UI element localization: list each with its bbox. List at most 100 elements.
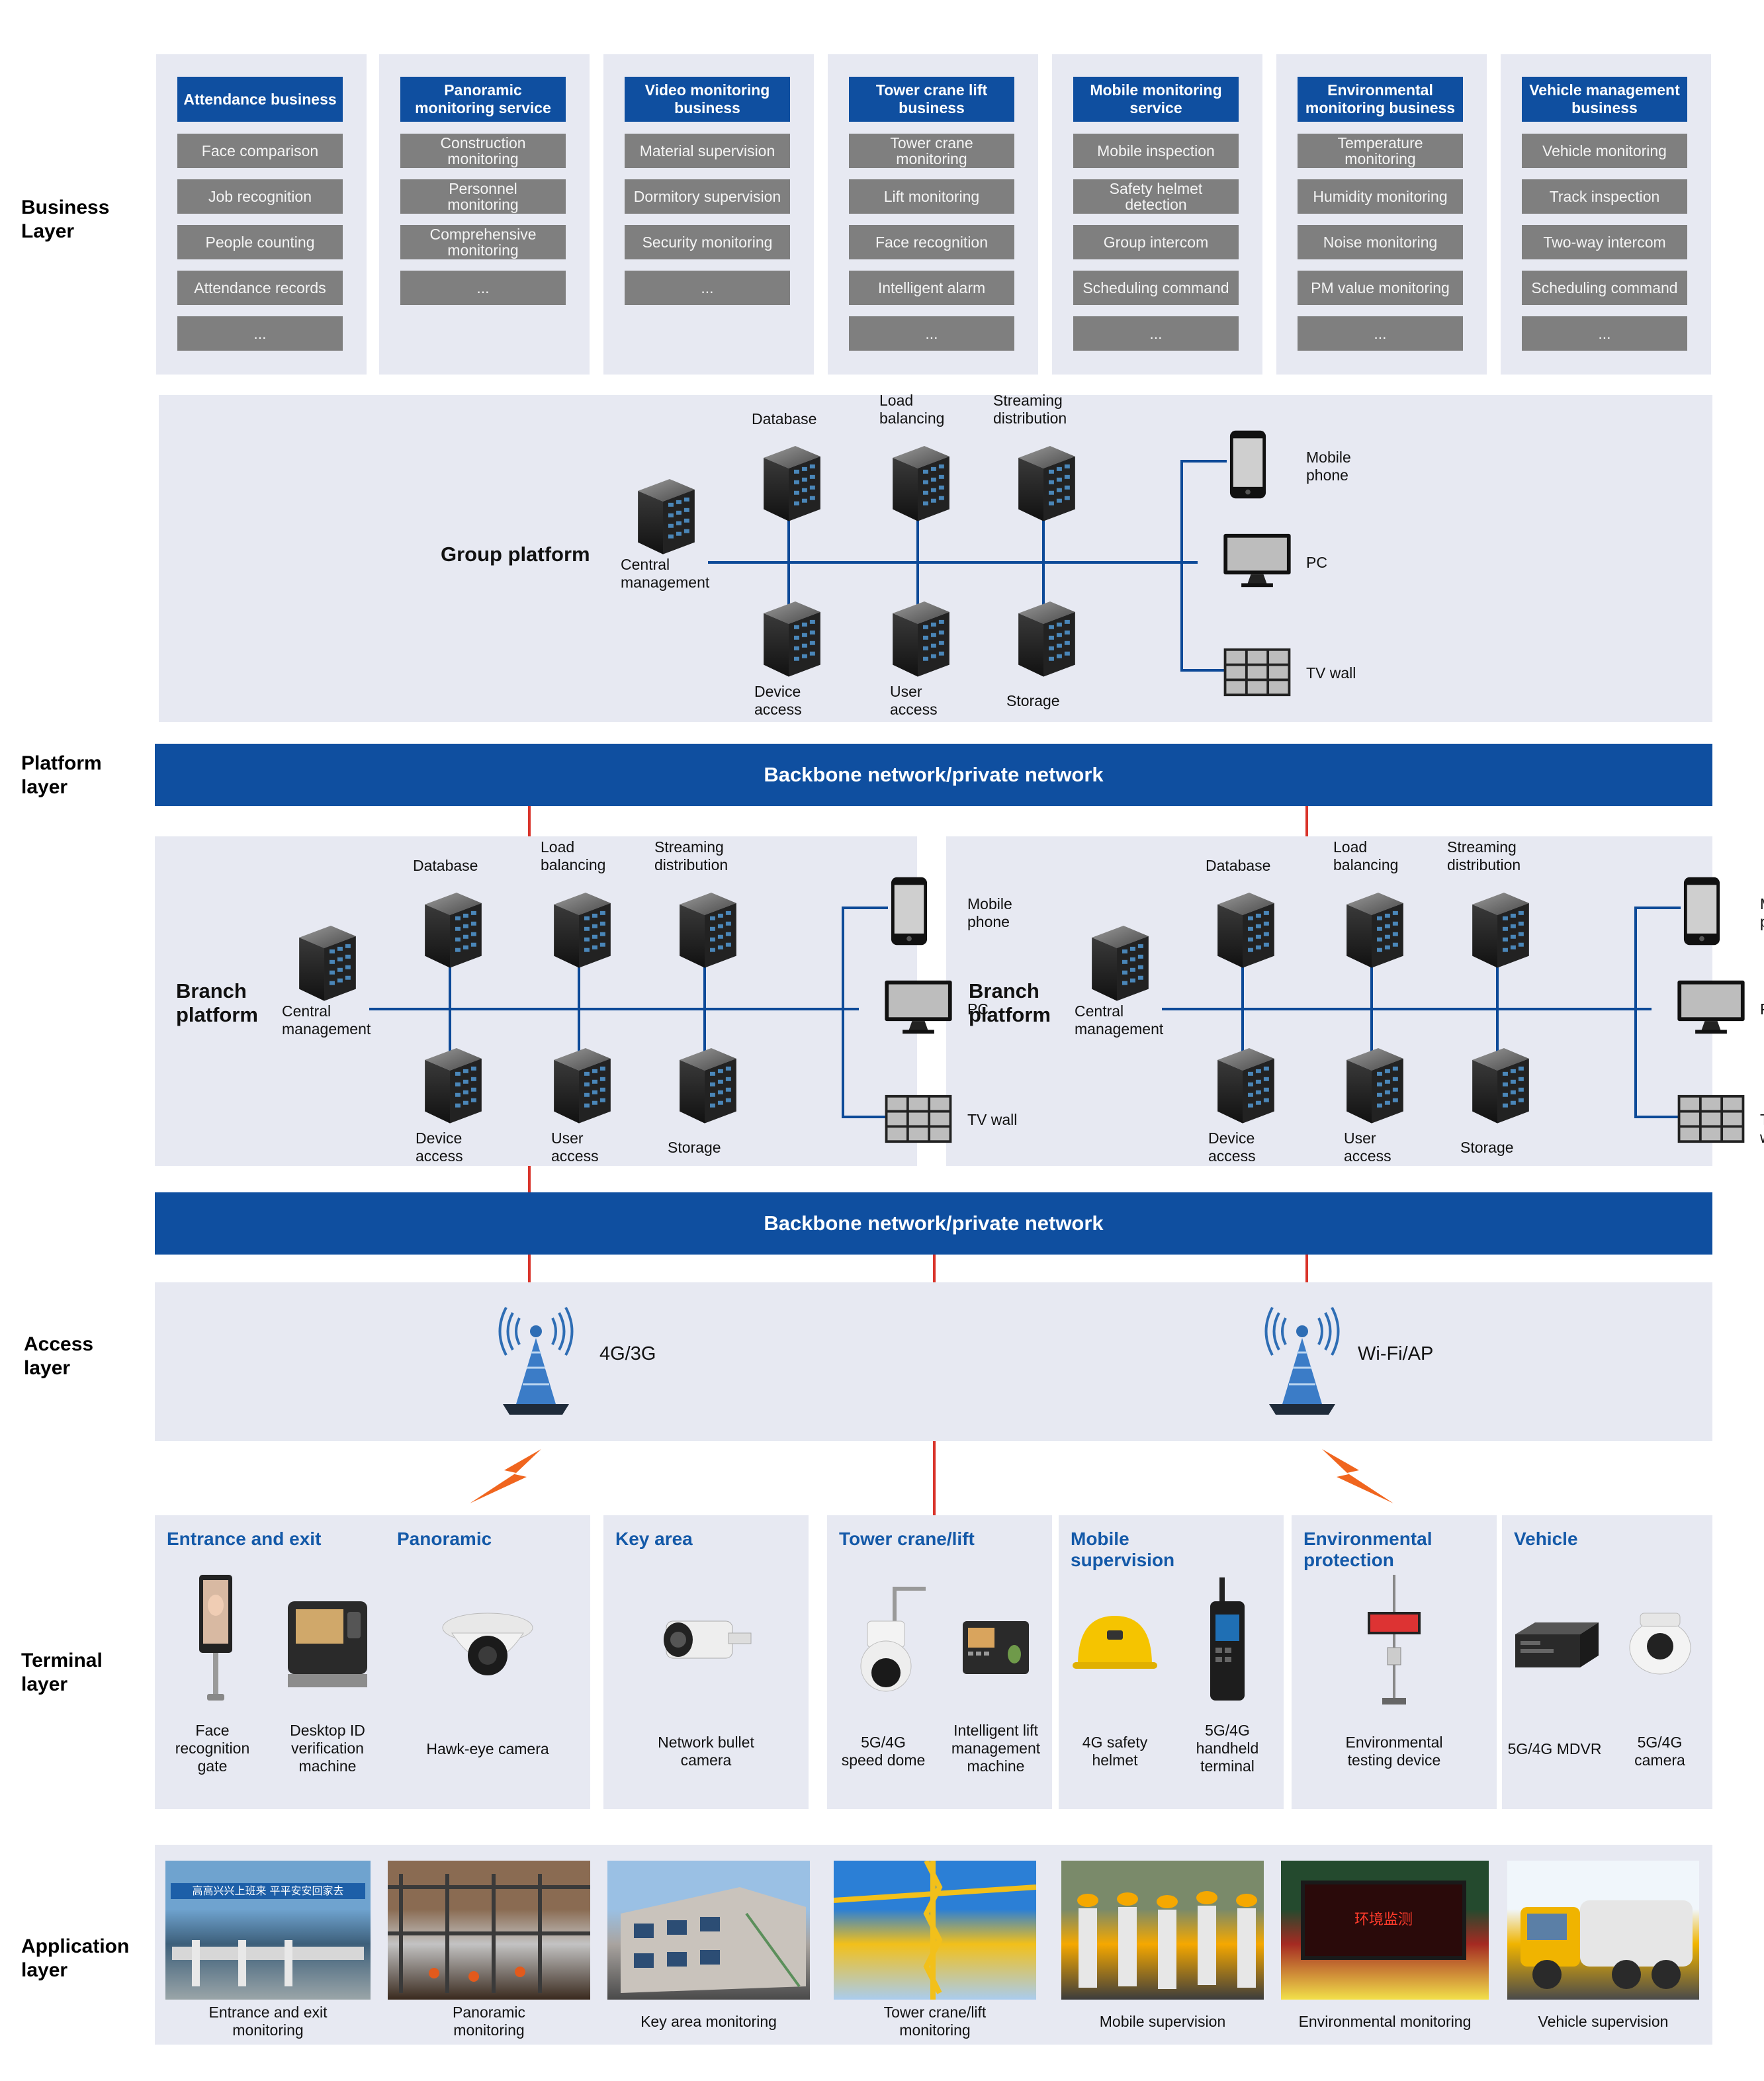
business-item: ... bbox=[849, 316, 1014, 351]
business-item: Track inspection bbox=[1522, 179, 1687, 214]
wifi-ap-tower-icon bbox=[1264, 1306, 1340, 1416]
terminal-device-label: Intelligent lift management machine bbox=[951, 1722, 1041, 1775]
link-line bbox=[528, 806, 531, 836]
business-item: Personnel monitoring bbox=[400, 179, 566, 214]
application-caption: Mobile supervision bbox=[1099, 2013, 1226, 2030]
business-item: ... bbox=[400, 271, 566, 305]
business-item: Humidity monitoring bbox=[1298, 179, 1463, 214]
terminal-device-icon bbox=[660, 1575, 752, 1707]
business-column-title: Vehicle management business bbox=[1522, 77, 1687, 122]
application-photo: 环境监测 bbox=[1281, 1861, 1489, 2000]
streaming-server-icon bbox=[680, 892, 736, 968]
link-line bbox=[933, 1441, 936, 1515]
terminal-device-icon bbox=[1509, 1575, 1601, 1707]
business-column-title: Tower crane lift business bbox=[849, 77, 1014, 122]
link-line bbox=[528, 1255, 531, 1282]
pc-monitor-icon bbox=[1223, 533, 1291, 588]
storage-server-icon bbox=[680, 1047, 736, 1124]
business-item: Tower crane monitoring bbox=[849, 134, 1014, 168]
business-item: Scheduling command bbox=[1522, 271, 1687, 305]
business-item: Job recognition bbox=[177, 179, 343, 214]
database-server-icon bbox=[764, 445, 820, 521]
load-balancing-label: Load balancing bbox=[541, 838, 606, 873]
terminal-device-icon bbox=[1181, 1575, 1274, 1707]
business-column-title: Panoramic monitoring service bbox=[400, 77, 566, 122]
device-access-label: Device access bbox=[1208, 1129, 1256, 1165]
mobile-phone-label: Mobile phone bbox=[1760, 895, 1764, 931]
business-item: Mobile inspection bbox=[1073, 134, 1239, 168]
network-branch-line bbox=[703, 955, 706, 1061]
application-photo: 高高兴兴上班来 平平安安回家去 bbox=[165, 1861, 371, 2000]
user-access-label: User access bbox=[890, 683, 938, 718]
business-item: ... bbox=[1073, 316, 1239, 351]
network-bus-line bbox=[708, 561, 1198, 564]
business-item: Comprehensive monitoring bbox=[400, 225, 566, 259]
network-branch-line bbox=[1634, 907, 1681, 909]
application-photo bbox=[388, 1861, 590, 2000]
mobile-phone-icon bbox=[891, 877, 928, 946]
terminal-panel-title: Environmental protection bbox=[1303, 1528, 1433, 1570]
access-panel bbox=[155, 1282, 1712, 1441]
terminal-device-icon bbox=[949, 1575, 1042, 1707]
platform-title: Branch platform bbox=[969, 979, 1051, 1026]
database-server-icon bbox=[425, 892, 482, 968]
business-item: ... bbox=[1522, 316, 1687, 351]
platform-layer-label: Platform layer bbox=[21, 752, 102, 798]
platform-title: Branch platform bbox=[176, 979, 258, 1026]
application-photo bbox=[1507, 1861, 1699, 2000]
pc-monitor-icon bbox=[885, 980, 952, 1034]
tv-wall-label: TV wall bbox=[1760, 1111, 1764, 1147]
access-layer-label: Access layer bbox=[24, 1333, 94, 1379]
network-branch-line bbox=[1634, 907, 1637, 1118]
business-item: Intelligent alarm bbox=[849, 271, 1014, 305]
database-server-icon bbox=[1217, 892, 1274, 968]
database-label: Database bbox=[413, 857, 478, 874]
terminal-device-label: Environmental testing device bbox=[1345, 1734, 1443, 1769]
link-line bbox=[1305, 1255, 1308, 1282]
storage-server-icon bbox=[1018, 601, 1075, 677]
terminal-device-label: Face recognition gate bbox=[175, 1722, 250, 1775]
network-bus-line bbox=[369, 1008, 859, 1010]
mobile-phone-icon bbox=[1683, 877, 1720, 946]
business-item: Safety helmet detection bbox=[1073, 179, 1239, 214]
terminal-device-icon bbox=[441, 1575, 534, 1707]
application-layer-label: Application layer bbox=[21, 1935, 130, 1981]
backbone-network-bar-1: Backbone network/private network bbox=[155, 744, 1712, 806]
terminal-device-icon bbox=[837, 1575, 930, 1707]
terminal-device-icon bbox=[1348, 1575, 1440, 1707]
database-label: Database bbox=[1206, 857, 1271, 874]
tv-wall-icon bbox=[885, 1094, 952, 1143]
network-branch-line bbox=[1180, 460, 1183, 672]
terminal-device-icon bbox=[1069, 1575, 1161, 1707]
terminal-layer-label: Terminal layer bbox=[21, 1650, 103, 1695]
load-balancing-server-icon bbox=[554, 892, 611, 968]
streaming-distribution-label: Streaming distribution bbox=[654, 838, 728, 873]
central-management-label: Central management bbox=[282, 1002, 371, 1038]
user-access-server-icon bbox=[554, 1047, 611, 1124]
user-access-server-icon bbox=[893, 601, 949, 677]
streaming-server-icon bbox=[1472, 892, 1529, 968]
load-balancing-server-icon bbox=[1346, 892, 1403, 968]
business-item: PM value monitoring bbox=[1298, 271, 1463, 305]
network-branch-line bbox=[578, 955, 580, 1061]
terminal-panel-title: Entrance and exit bbox=[167, 1528, 322, 1549]
application-caption: Key area monitoring bbox=[640, 2013, 777, 2030]
business-item: ... bbox=[177, 316, 343, 351]
application-caption: Tower crane/lift monitoring bbox=[883, 2004, 987, 2039]
application-caption: Environmental monitoring bbox=[1298, 2013, 1472, 2030]
tv-wall-label: TV wall bbox=[1306, 664, 1356, 682]
business-column-title: Attendance business bbox=[177, 77, 343, 122]
storage-label: Storage bbox=[1460, 1139, 1514, 1156]
business-item: People counting bbox=[177, 225, 343, 259]
mobile-phone-label: Mobile phone bbox=[1306, 449, 1351, 484]
terminal-device-label: 5G/4G camera bbox=[1634, 1734, 1685, 1769]
business-item: Group intercom bbox=[1073, 225, 1239, 259]
link-line bbox=[528, 1166, 531, 1192]
load-balancing-server-icon bbox=[893, 445, 949, 521]
application-caption: Panoramic monitoring bbox=[453, 2004, 525, 2039]
business-item: Temperature monitoring bbox=[1298, 134, 1463, 168]
